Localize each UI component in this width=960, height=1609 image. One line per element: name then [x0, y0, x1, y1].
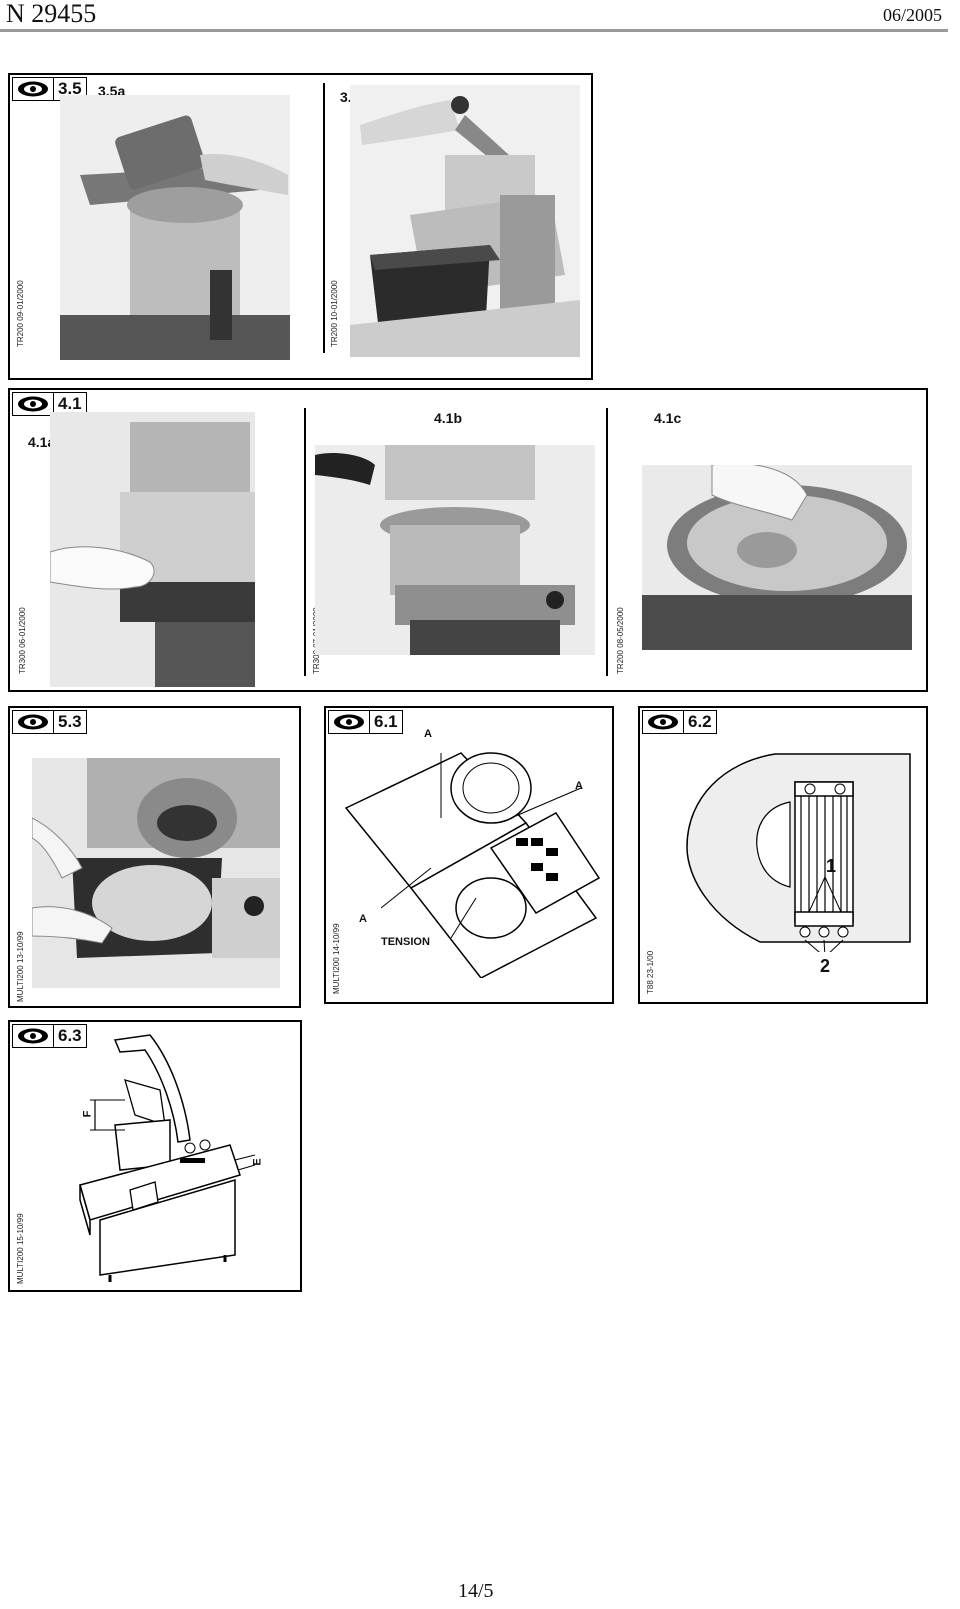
figure-number: 6.3	[53, 1025, 86, 1047]
figure-number: 6.1	[369, 711, 402, 733]
photo-bowl-interior	[642, 465, 912, 650]
figure-tag: 5.3	[12, 710, 87, 734]
figure-tag: 3.5	[12, 77, 87, 101]
drawing-code: MULTI200 15-10/99	[16, 1213, 25, 1284]
callout-tension: TENSION	[381, 936, 430, 948]
dimension-e: E	[251, 1158, 264, 1166]
callout-a: A	[359, 913, 367, 925]
figure-number: 4.1	[53, 393, 86, 415]
header-rule	[0, 29, 948, 32]
figure-4-1: 4.1 4.1a 4.1b 4.1c TR300 06-01/2000 TR30…	[8, 388, 928, 692]
eye-icon	[643, 711, 683, 733]
callout-1: 1	[826, 856, 837, 876]
figure-6-3: 6.3 MULTI200 15-10/99 F E	[8, 1020, 302, 1292]
figure-6-2: 6.2 T88 23-1/00 1 2	[638, 706, 928, 1004]
subfigure-label-4-1a: 4.1a	[28, 434, 56, 450]
figure-number: 3.5	[53, 78, 86, 100]
drawing-code: T88 23-1/00	[646, 950, 655, 994]
panel-divider	[304, 408, 306, 676]
eye-icon	[13, 78, 53, 100]
photo-code: TR200 09-01/2000	[16, 280, 25, 347]
drawing-pusher-adjustment	[79, 1034, 256, 1282]
panel-divider	[323, 83, 325, 353]
photo-code: TR200 10-01/2000	[330, 280, 339, 347]
photo-machine-with-container	[350, 85, 580, 357]
document-date: 06/2005	[882, 5, 942, 25]
figure-number: 5.3	[53, 711, 86, 733]
photo-machine-filling-hopper	[60, 95, 290, 360]
drawing-belt-tension	[344, 752, 601, 978]
drawing-code: MULTI200 14-10/99	[332, 923, 341, 994]
subfigure-label-4-1c: 4.1c	[654, 410, 682, 426]
figure-5-3: 5.3 MULTI200 13-10/99	[8, 706, 301, 1008]
subfigure-label-4-1b: 4.1b	[434, 410, 463, 426]
figure-3-5: 3.5 3.5a 3.5b TR200 09-01/2000 TR200 10-…	[8, 73, 593, 380]
photo-code: TR300 06-01/2000	[18, 607, 27, 674]
drawing-slicing-disc	[686, 753, 911, 952]
document-number: N 29455	[6, 0, 97, 28]
eye-icon	[13, 393, 53, 415]
dimension-f: F	[81, 1110, 94, 1118]
photo-lifting-handle	[50, 412, 255, 687]
photo-code: TR200 08-05/2000	[616, 607, 625, 674]
eye-icon	[329, 711, 369, 733]
photo-inserting-disc	[32, 758, 280, 988]
figure-6-1: 6.1 MULTI200 14-10/99 A A A TENSION	[324, 706, 614, 1004]
callout-a: A	[575, 780, 583, 792]
figure-tag: 6.3	[12, 1024, 87, 1048]
figure-tag: 6.2	[642, 710, 717, 734]
callout-2: 2	[820, 956, 831, 976]
eye-icon	[13, 711, 53, 733]
panel-divider	[606, 408, 608, 676]
page-number: 14/5	[458, 1580, 494, 1602]
photo-removing-lid	[315, 445, 595, 655]
figure-tag: 6.1	[328, 710, 403, 734]
callout-a: A	[424, 728, 432, 740]
figure-number: 6.2	[683, 711, 716, 733]
eye-icon	[13, 1025, 53, 1047]
photo-code: MULTI200 13-10/99	[16, 931, 25, 1002]
